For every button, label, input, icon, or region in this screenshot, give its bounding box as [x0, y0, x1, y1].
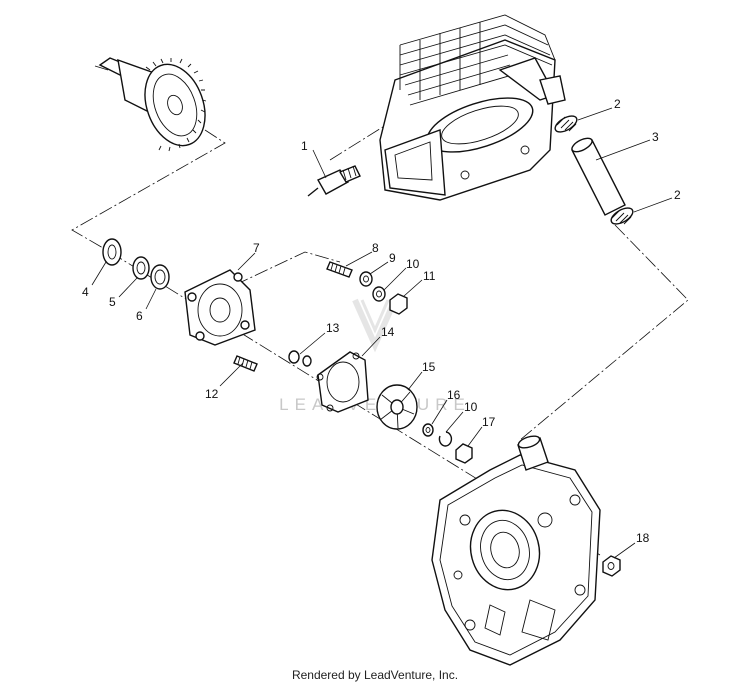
callout-4: 4 [82, 285, 89, 299]
nut-17 [455, 443, 473, 464]
callout-16: 16 [447, 388, 461, 402]
callout-7: 7 [253, 241, 260, 255]
callout-9: 9 [389, 251, 396, 265]
hose-clamp-upper [554, 115, 578, 133]
nut-11 [389, 293, 408, 315]
callout-6: 6 [136, 309, 143, 323]
shaft-to-bearing-line [71, 129, 226, 253]
watermark-text: LEADVENTURE [279, 395, 471, 414]
stud-12 [233, 355, 258, 372]
hose-clamp-lower [610, 207, 634, 225]
callout-12: 12 [205, 387, 219, 401]
temperature-sensor [307, 165, 361, 197]
callout-10-lower: 10 [464, 400, 478, 414]
callout-13: 13 [326, 321, 340, 335]
pump-housing [184, 269, 256, 346]
stud-8 [326, 261, 353, 278]
hose-to-case-line [519, 224, 689, 441]
washer-16 [422, 423, 434, 437]
callout-14: 14 [381, 325, 395, 339]
bearing [102, 238, 122, 266]
callout-5: 5 [109, 295, 116, 309]
callouts: 1 2 3 2 4 5 6 7 8 9 10 11 12 13 14 15 16… [82, 97, 681, 545]
stud-to-cover-line [234, 251, 341, 286]
seal-5 [132, 256, 150, 280]
nut-18 [602, 555, 621, 577]
footer-credit: Rendered by LeadVenture, Inc. [292, 668, 458, 682]
washer-10a [372, 286, 386, 302]
washer-9 [359, 271, 373, 287]
crankcase-cover [431, 435, 601, 666]
cylinder [379, 14, 566, 201]
callout-1: 1 [301, 139, 308, 153]
coolant-hose [571, 137, 626, 216]
callout-11: 11 [423, 269, 436, 283]
leader-lines [91, 107, 673, 559]
callout-2-lower: 2 [674, 188, 681, 202]
o-ring-pair [288, 350, 312, 367]
callout-2-upper: 2 [614, 97, 621, 111]
callout-17: 17 [482, 415, 496, 429]
washer-10b [438, 431, 453, 447]
gear-shaft [94, 57, 207, 152]
impeller [376, 384, 418, 430]
gasket [316, 351, 369, 413]
callout-15: 15 [422, 360, 436, 374]
callout-10-upper: 10 [406, 257, 420, 271]
callout-8: 8 [372, 241, 379, 255]
watermark-logo-icon [352, 298, 398, 353]
callout-18: 18 [636, 531, 650, 545]
callout-3: 3 [652, 130, 659, 144]
seal-6 [150, 264, 170, 290]
